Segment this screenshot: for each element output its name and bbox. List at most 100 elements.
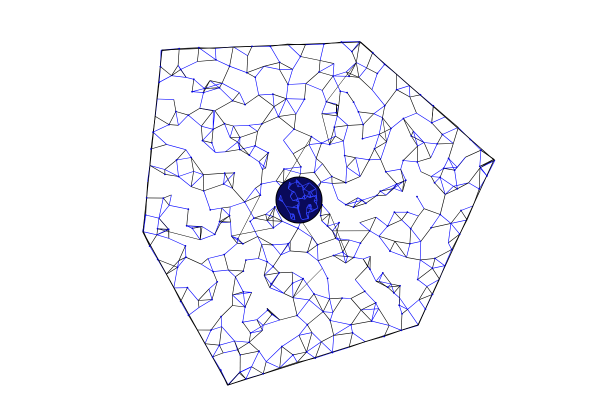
mesh-node xyxy=(330,175,333,178)
mesh-edge xyxy=(190,157,204,175)
mesh-edge xyxy=(302,278,315,295)
mesh-edge xyxy=(202,140,216,153)
mesh-edge xyxy=(263,66,280,70)
mesh-edge xyxy=(283,293,294,298)
mesh-edge xyxy=(158,198,164,219)
sphere-mesh-edge xyxy=(292,204,298,208)
mesh-edge xyxy=(157,98,174,100)
mesh-edge xyxy=(307,311,324,325)
mesh-edge xyxy=(345,199,363,205)
mesh-edge xyxy=(163,197,170,206)
mesh-edge xyxy=(176,149,187,161)
mesh-edge xyxy=(434,258,445,266)
mesh-edge xyxy=(433,105,446,117)
mesh-edge xyxy=(244,94,259,105)
sphere-mesh-edge xyxy=(289,181,292,185)
mesh-edge xyxy=(197,59,217,62)
mesh-edge xyxy=(286,98,297,115)
mesh-edge xyxy=(164,174,179,177)
mesh-edge xyxy=(190,171,194,187)
mesh-edge xyxy=(321,142,330,145)
mesh-edge xyxy=(232,294,246,308)
mesh-edge xyxy=(223,183,233,189)
mesh-node xyxy=(370,320,373,322)
mesh-node xyxy=(287,242,289,245)
mesh-edge xyxy=(281,346,294,356)
mesh-edge xyxy=(333,251,343,256)
mesh-edge xyxy=(320,204,323,216)
mesh-edge xyxy=(307,324,313,333)
mesh-edge xyxy=(479,158,495,169)
mesh-edge xyxy=(204,82,223,89)
sphere-mesh-edge xyxy=(289,196,293,201)
mesh-edge xyxy=(393,285,401,294)
mesh-node xyxy=(338,221,340,224)
mesh-edge xyxy=(208,288,213,300)
mesh-node xyxy=(241,321,244,324)
mesh-edge xyxy=(365,195,378,204)
mesh-edge xyxy=(457,182,469,190)
mesh-node xyxy=(441,133,444,136)
mesh-edge xyxy=(210,316,222,331)
mesh-edge xyxy=(358,67,367,78)
mesh-edge xyxy=(223,173,225,185)
mesh-edge xyxy=(278,113,296,117)
mesh-edge xyxy=(219,87,233,101)
mesh-edge xyxy=(333,324,352,336)
mesh-node xyxy=(323,43,325,45)
mesh-edge xyxy=(319,71,334,77)
mesh-edge xyxy=(321,135,336,144)
mesh-edge xyxy=(220,316,222,327)
mesh-node xyxy=(219,369,222,372)
sphere-mesh-edge xyxy=(287,184,290,189)
mesh-edge xyxy=(261,244,268,262)
mesh-edge xyxy=(434,249,452,259)
mesh-edge xyxy=(342,239,350,253)
mesh-edge xyxy=(239,145,256,150)
mesh-node xyxy=(162,197,165,200)
mesh-edge xyxy=(200,234,215,241)
mesh-edge xyxy=(237,342,250,351)
mesh-node xyxy=(213,233,216,236)
mesh-edge xyxy=(237,141,240,150)
mesh-node xyxy=(254,144,256,147)
mesh-node xyxy=(331,351,334,354)
mesh-node xyxy=(192,78,195,81)
mesh-node xyxy=(296,314,298,317)
mesh-edge xyxy=(387,286,395,294)
mesh-edge xyxy=(431,105,434,123)
mesh-edge xyxy=(201,125,214,130)
mesh-edge xyxy=(329,213,348,257)
mesh-edge xyxy=(248,123,262,126)
mesh-edge xyxy=(432,265,445,269)
mesh-edge xyxy=(470,139,482,151)
mesh-edge xyxy=(272,93,287,99)
mesh-edge xyxy=(350,309,362,325)
mesh-edge xyxy=(389,241,396,252)
mesh-node xyxy=(393,292,395,294)
mesh-edge xyxy=(266,220,274,229)
mesh-edge xyxy=(243,291,246,308)
mesh-edge xyxy=(261,116,279,125)
mesh-edge xyxy=(448,223,452,243)
mesh-node xyxy=(318,71,320,73)
mesh-edge xyxy=(374,141,387,150)
mesh-edge xyxy=(352,332,366,342)
mesh-edge xyxy=(199,108,214,112)
mesh-edge xyxy=(420,171,432,177)
mesh-node xyxy=(314,357,317,359)
mesh-edge xyxy=(453,182,469,187)
mesh-edge xyxy=(166,260,180,275)
mesh-edge xyxy=(197,288,210,301)
mesh-node xyxy=(478,188,481,190)
mesh-edge xyxy=(390,283,395,293)
mesh-node xyxy=(460,209,462,212)
mesh-edge xyxy=(337,198,346,205)
mesh-edge xyxy=(445,116,459,128)
sphere-mesh-edge xyxy=(304,194,308,197)
mesh-edge xyxy=(413,130,425,143)
mesh-node xyxy=(434,257,436,260)
mesh-node xyxy=(277,115,280,118)
mesh-edge xyxy=(354,279,366,292)
